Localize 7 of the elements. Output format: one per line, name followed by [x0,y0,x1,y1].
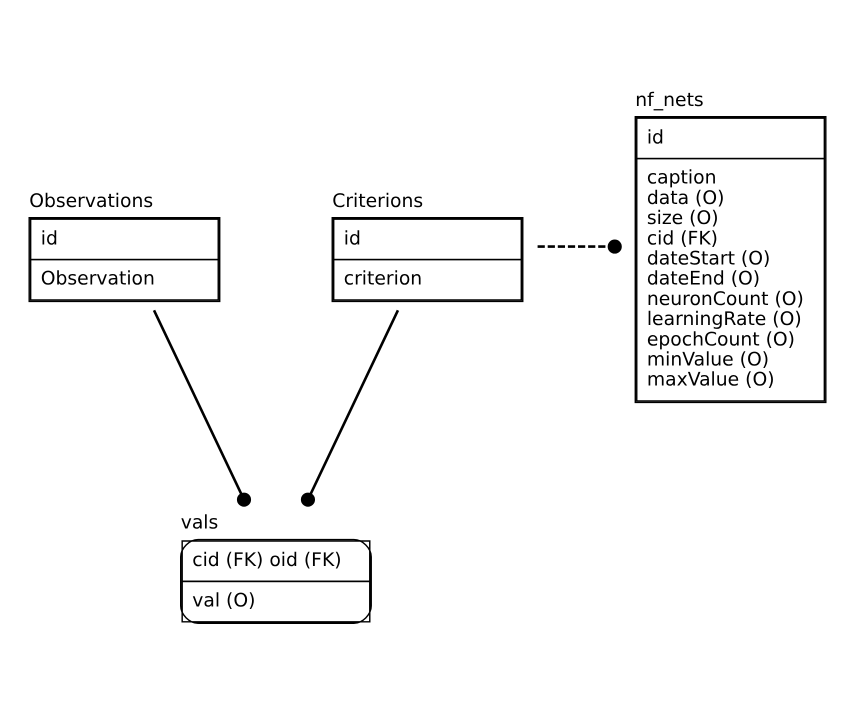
node-label: Criterions [332,190,423,212]
connector [152,309,251,506]
connector [537,239,622,254]
node-label: vals [180,512,218,534]
node-label: Observations [28,190,153,212]
node-label: nf_nets [634,89,704,110]
connector [300,309,399,506]
